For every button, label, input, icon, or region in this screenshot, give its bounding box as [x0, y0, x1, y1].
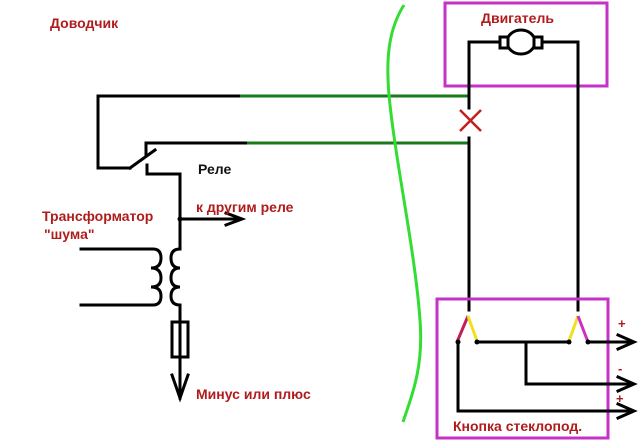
to-other-relays-arrow-icon [224, 211, 247, 227]
terminal-sign-plus-bottom: + [616, 391, 624, 406]
terminal-sign-minus: - [618, 361, 622, 376]
relay-contact-arm [127, 147, 158, 171]
motor-box [443, 1, 609, 88]
transformer-label-line1: Трансформатор [42, 208, 153, 224]
button-minus-wire [524, 340, 634, 386]
diagram-title: Доводчик [50, 15, 119, 31]
window-button-box [435, 297, 610, 440]
relay-label: Реле [198, 161, 231, 177]
to-other-relays-label: к другим реле [196, 199, 294, 215]
output-arrow-icon [616, 402, 638, 420]
window-button-label: Кнопка стеклопод. [453, 418, 582, 434]
output-arrow-icon [616, 375, 638, 393]
relay-wire-out [145, 163, 182, 220]
transformer-icon [79, 217, 182, 324]
break-marker-icon [459, 109, 482, 132]
motor-wire-right [540, 40, 580, 312]
switch-right-icon [566, 315, 591, 345]
motor-icon [498, 28, 544, 56]
relay-wire-middle [144, 141, 249, 157]
relay-wiring [96, 94, 249, 220]
motor-label: Двигатель [481, 10, 554, 26]
transformer-label-line2: "шума" [44, 226, 95, 242]
minus-or-plus-label: Минус или плюс [196, 386, 311, 402]
relay-wire-top [96, 94, 242, 170]
terminal-sign-plus-top: + [618, 316, 626, 331]
button-plus-wire-bottom [456, 340, 634, 413]
down-arrow-icon [170, 373, 190, 403]
motor-wire-left [467, 40, 502, 90]
door-boundary-curve [386, 4, 423, 423]
switch-left-icon [455, 315, 480, 345]
output-arrow-icon [616, 333, 638, 351]
